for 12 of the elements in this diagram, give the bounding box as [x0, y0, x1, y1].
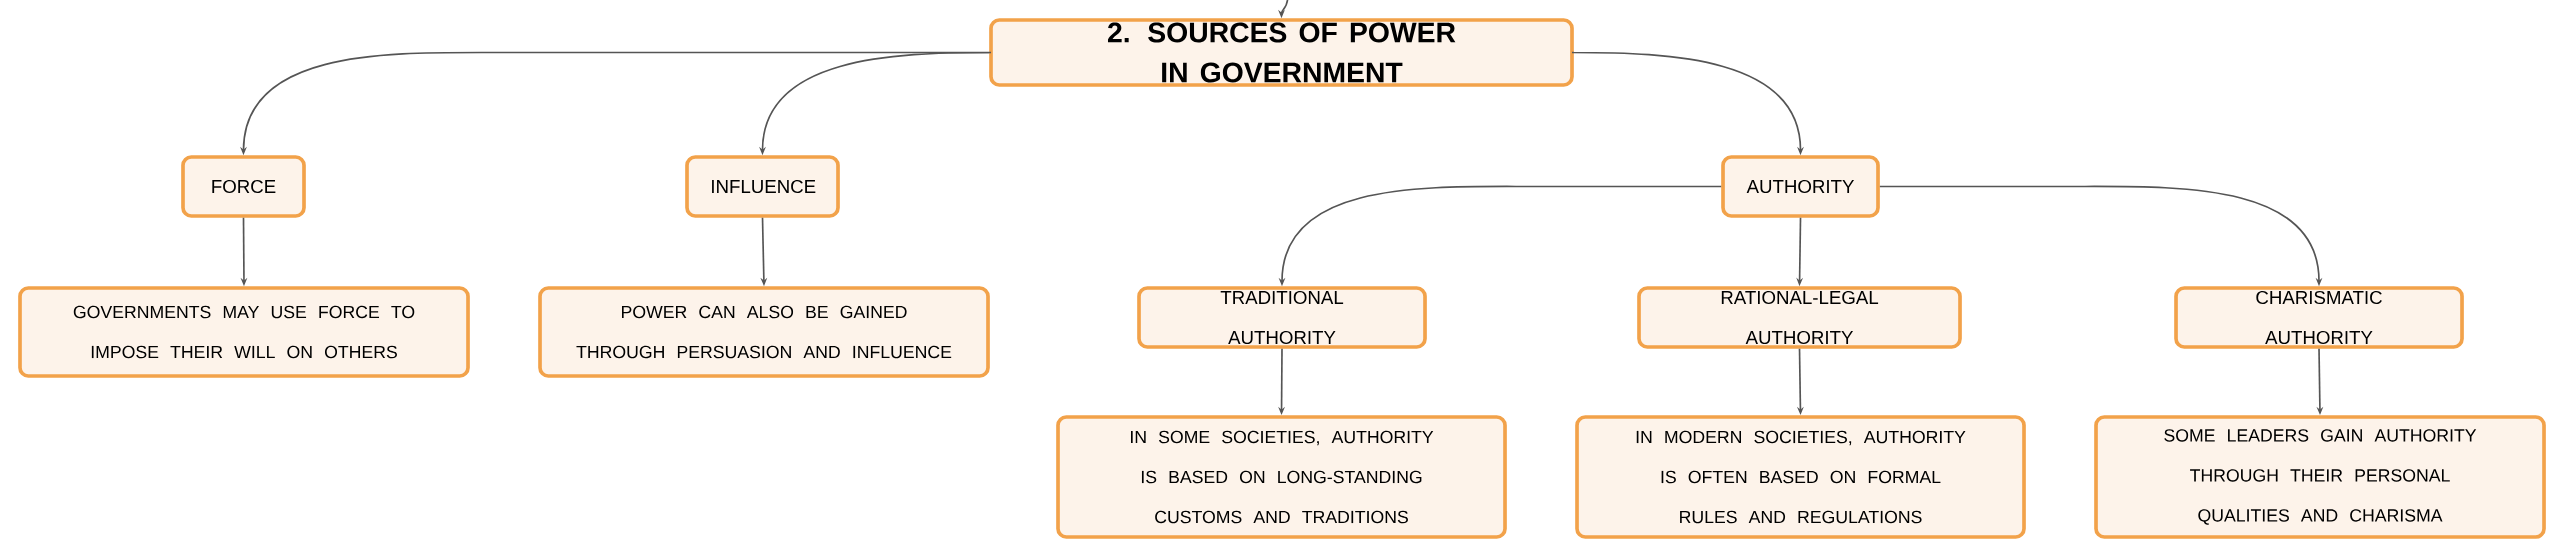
description-box: IN SOME SOCIETIES, AUTHORITY IS BASED ON LONG-STANDING CUSTOMS AND TRADITIONS [1056, 415, 1507, 539]
topic-box: RATIONAL-LEGAL AUTHORITY [1637, 286, 1962, 349]
description-box: POWER CAN ALSO BE GAINED THROUGH PERSUASION AND INFLUENCE [538, 286, 990, 378]
description-box: IN MODERN SOCIETIES, AUTHORITY IS OFTEN BASED ON FORMAL RULES AND REGULATIONS [1575, 415, 2026, 539]
description-box: GOVERNMENTS MAY USE FORCE TO IMPOSE THEIR WILL ON OTHERS [18, 286, 470, 378]
topic-box: FORCE [181, 155, 306, 218]
title-box: 2. SOURCES OF POWER IN GOVERNMENT [989, 18, 1574, 87]
topic-box: CHARISMATIC AUTHORITY [2174, 286, 2464, 349]
topic-box: INFLUENCE [685, 155, 840, 218]
topic-box: AUTHORITY [1721, 155, 1880, 218]
topic-box: TRADITIONAL AUTHORITY [1137, 286, 1427, 349]
description-box: SOME LEADERS GAIN AUTHORITY THROUGH THEIR PERSONAL QUALITIES AND CHARISMA [2094, 415, 2546, 539]
